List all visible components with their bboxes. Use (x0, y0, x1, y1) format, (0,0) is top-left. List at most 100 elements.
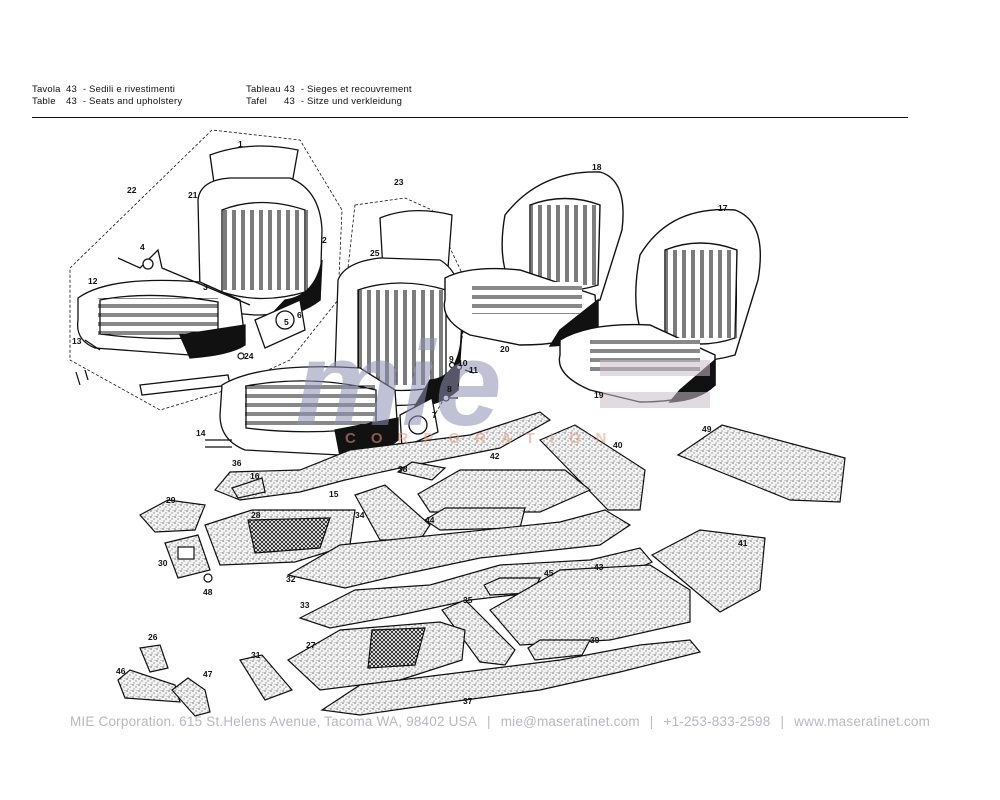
carpet-31 (239, 654, 294, 701)
trim-37 (320, 639, 702, 716)
carpet-41 (650, 529, 766, 613)
callout-22: 22 (127, 185, 137, 195)
callout-42: 42 (490, 451, 500, 461)
callout-16: 16 (250, 471, 260, 481)
callout-40: 40 (613, 440, 623, 450)
callout-8: 8 (447, 384, 452, 394)
callout-35: 35 (463, 595, 473, 605)
header-en-key: Table (32, 96, 56, 107)
trim-46 (117, 669, 181, 703)
callout-19: 19 (594, 390, 604, 400)
callout-33: 33 (300, 600, 310, 610)
callout-48: 48 (203, 587, 213, 597)
watermark-logo: mie (295, 317, 502, 451)
callout-44: 44 (425, 515, 435, 525)
callout-13: 13 (72, 336, 82, 346)
callout-23: 23 (394, 177, 404, 187)
header-it-title: - Sedili e rivestimenti (82, 84, 176, 95)
callout-47: 47 (203, 669, 213, 679)
callout-31: 31 (251, 650, 261, 660)
callout-36: 36 (232, 458, 242, 468)
callout-12: 12 (88, 276, 98, 286)
exploded-parts-diagram: mie CORPORATION 123456789101112131415161… (69, 129, 846, 717)
carpet-34 (354, 484, 431, 541)
callout-37: 37 (463, 696, 473, 706)
trim-39 (527, 639, 591, 661)
carpet-33 (298, 547, 653, 629)
footer-phone[interactable]: +1-253-833-2598 (663, 714, 771, 729)
group-outline-23 (329, 197, 471, 451)
callout-21: 21 (188, 190, 198, 200)
footer-company: MIE Corporation. 615 St.Helens Avenue, T… (69, 714, 477, 729)
header-de: Tafel 43 - Sitze und verkleidung (246, 96, 412, 108)
callout-41: 41 (738, 538, 748, 548)
callout-38: 38 (398, 464, 408, 474)
watermark-subtitle: CORPORATION (345, 430, 621, 447)
callout-43: 43 (594, 562, 604, 572)
callout-29: 29 (166, 495, 176, 505)
trim-44 (423, 507, 526, 531)
footer-website[interactable]: www.maseratinet.com (794, 714, 931, 729)
footer-separator: | (649, 714, 654, 729)
callout-11: 11 (469, 365, 478, 375)
callout-15: 15 (329, 489, 339, 499)
group-outline-22 (69, 129, 343, 411)
carpet-32 (286, 509, 632, 589)
callout-28: 28 (251, 510, 261, 520)
callout-45: 45 (544, 568, 554, 578)
footer-separator: | (487, 714, 491, 729)
header-en: Table 43 - Seats and upholstery (32, 96, 182, 108)
carpet-29 (139, 499, 206, 533)
trim-15 (214, 411, 552, 501)
trim-26 (139, 644, 169, 673)
callout-4: 4 (140, 242, 145, 252)
callout-2: 2 (322, 235, 327, 245)
callout-30: 30 (158, 558, 168, 568)
header-de-title: - Sitze und verkleidung (300, 96, 403, 107)
carpet-panels (117, 411, 846, 717)
carpet-40 (538, 424, 646, 511)
seat-assembly-18 (443, 171, 624, 347)
callout-20: 20 (500, 344, 510, 354)
hardware-parts (75, 352, 475, 402)
footer-separator: | (780, 714, 785, 729)
footer-email[interactable]: mie@maseratinet.com (500, 714, 640, 729)
callout-32: 32 (286, 574, 296, 584)
callout-46: 46 (116, 666, 126, 676)
callout-39: 39 (590, 635, 600, 645)
header-fr-number: 43 (284, 84, 295, 95)
header-en-number: 43 (66, 96, 77, 107)
callout-9: 9 (449, 354, 454, 364)
callout-24: 24 (244, 351, 254, 361)
seat-assembly-23 (205, 210, 463, 457)
callout-10: 10 (458, 358, 468, 368)
trim-38 (396, 461, 447, 481)
header-de-number: 43 (284, 96, 295, 107)
callout-1: 1 (238, 139, 243, 149)
callout-5: 5 (284, 317, 289, 327)
callout-3: 3 (203, 282, 208, 292)
header-en-title: - Seats and upholstery (82, 96, 183, 107)
clip-48 (203, 573, 213, 583)
callout-25: 25 (370, 248, 380, 258)
trim-36 (231, 477, 266, 499)
header-fr-key: Tableau (246, 84, 281, 95)
callout-17: 17 (718, 203, 728, 213)
footer-contact: MIE Corporation. 615 St.Helens Avenue, T… (0, 714, 1000, 729)
seat-assembly-22 (76, 145, 323, 396)
mie-watermark: mie CORPORATION (295, 317, 710, 451)
carpet-42 (417, 469, 592, 513)
carpet-49 (676, 424, 846, 503)
callout-6: 6 (297, 310, 302, 320)
header-de-key: Tafel (246, 96, 268, 107)
callout-26: 26 (148, 632, 158, 642)
carpet-35 (441, 599, 516, 666)
trim-47 (171, 677, 211, 717)
callout-7: 7 (432, 410, 437, 420)
